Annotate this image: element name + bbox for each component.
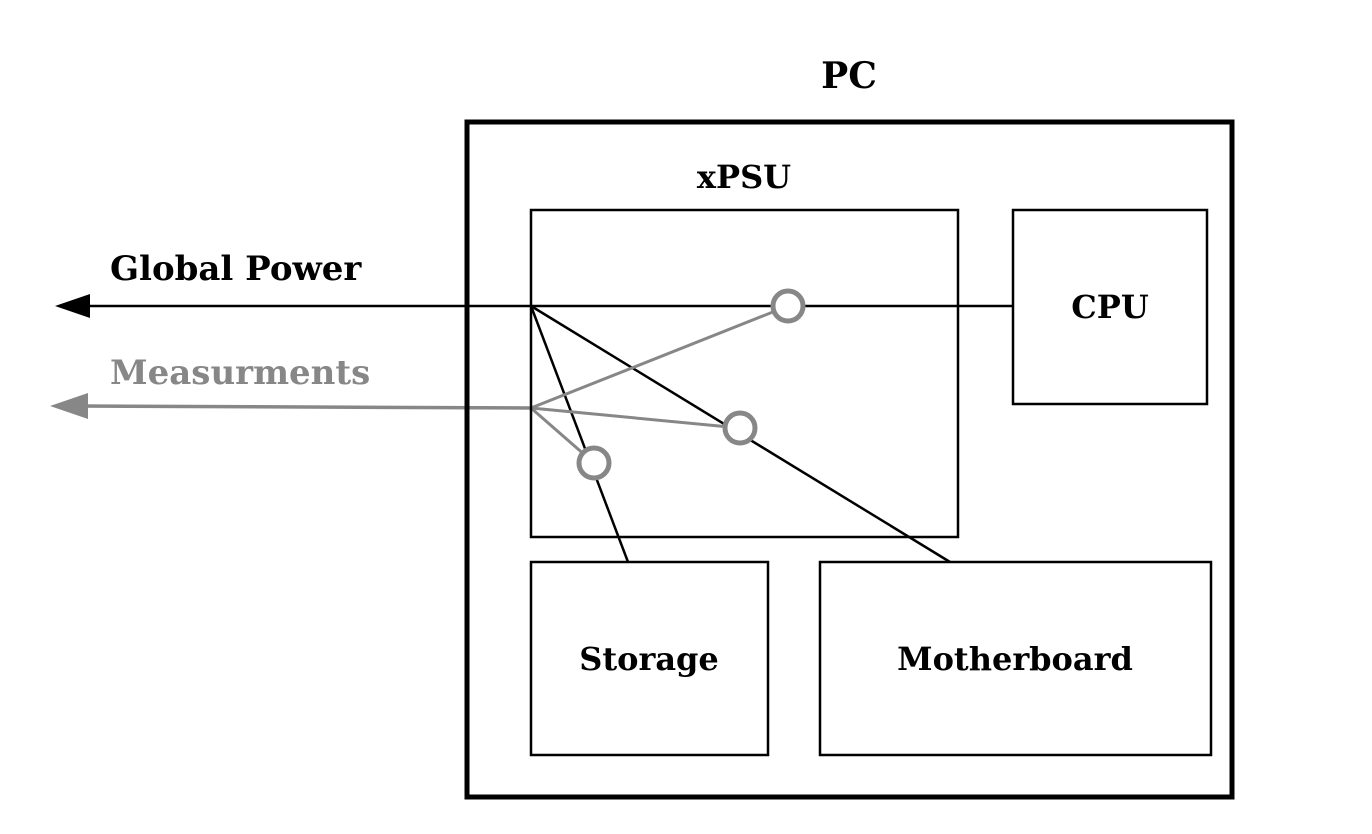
cpu-power-sensor [770,288,806,324]
storage-label: Storage [579,640,719,678]
motherboard-label: Motherboard [897,640,1133,678]
motherboard-sensor-wire [530,406,741,430]
xpsu-box [529,208,960,539]
storage-power-sensor [576,445,612,481]
cpu-sensor-wire [530,304,789,410]
global-power-label: Global Power [110,249,362,289]
measurement-arrowhead-icon [50,393,88,419]
pc-title: PC [821,55,877,97]
cpu-box [1011,208,1209,406]
motherboard-box [818,560,1213,757]
xpsu-label: xPSU [697,158,791,196]
psu-to-storage-line [529,305,630,563]
global-power-arrowhead-icon [55,294,90,318]
storage-box [529,560,770,757]
measurements-label: Measurments [110,353,370,393]
cpu-label: CPU [1071,288,1149,326]
motherboard-power-sensor [722,410,758,446]
pc-box [464,119,1235,800]
measurement-out-line [79,404,532,410]
